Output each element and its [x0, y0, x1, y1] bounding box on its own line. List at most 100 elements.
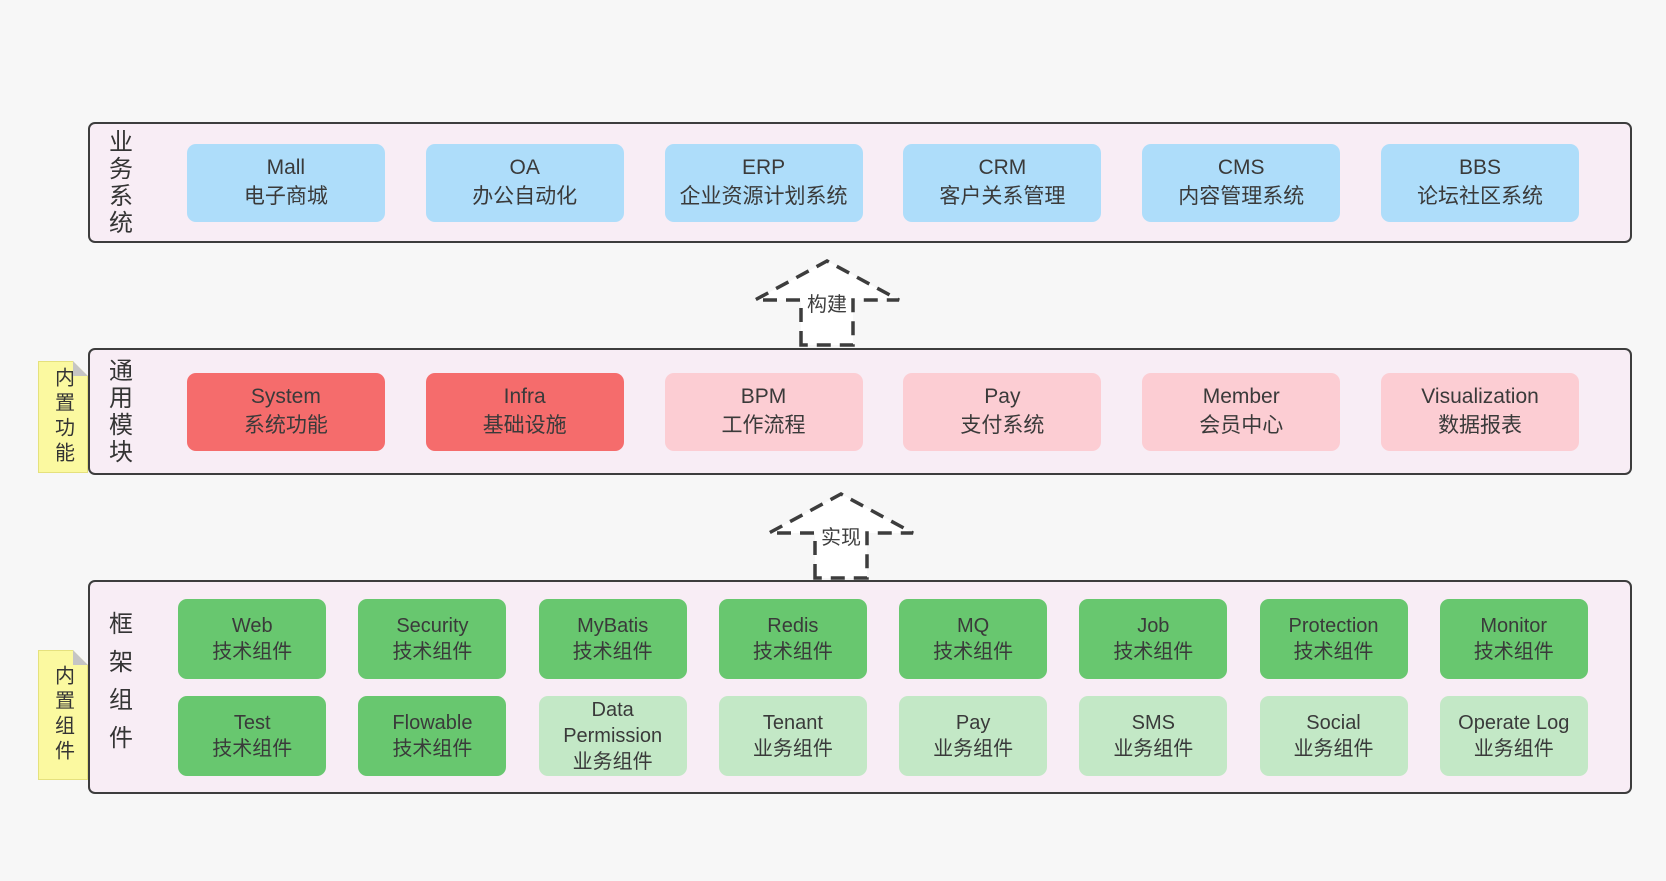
box-desc: 技术组件 [212, 640, 293, 663]
component-box: Security 技术组件 [358, 598, 507, 679]
component-rows: Web 技术组件 Security 技术组件 MyBatis 技术组件 Redi… [146, 582, 1630, 792]
box-name: Flowable [392, 711, 473, 734]
box-name: Pay [984, 384, 1021, 408]
box-name: System [250, 384, 321, 408]
component-box: Redis 技术组件 [718, 598, 867, 679]
box-name: Operate Log [1458, 711, 1570, 734]
box-name: BPM [740, 384, 787, 408]
component-box: Operate Log 业务组件 [1439, 695, 1588, 776]
box-name: Tenant [762, 711, 823, 734]
box-name: Social [1306, 711, 1361, 734]
sticky-note-built-in-components: 内置组件 [38, 650, 88, 780]
sticky-note-text: 内置组件 [51, 665, 74, 765]
component-box: Monitor 技术组件 [1439, 598, 1588, 679]
component-box: Web 技术组件 [178, 598, 327, 679]
box-name: OA [509, 155, 540, 179]
module-box: Infra 基础设施 [425, 372, 624, 451]
component-box: Social 业务组件 [1259, 695, 1408, 776]
folded-corner [73, 361, 88, 376]
box-desc: 技术组件 [752, 640, 833, 663]
box-name: MyBatis [577, 614, 649, 637]
box-desc: 技术组件 [212, 737, 293, 760]
box-name: Redis [767, 614, 819, 637]
band-business-systems: 业务系统 Mall 电子商城 OA 办公自动化 ERP 企业资源计划系统 CRM… [88, 122, 1632, 243]
box-desc: 工作流程 [721, 413, 806, 437]
box-desc: 支付系统 [960, 413, 1045, 437]
component-box-row-2: Test 技术组件 Flowable 技术组件 Data Permission … [146, 695, 1620, 776]
business-system-box: CRM 客户关系管理 [903, 143, 1102, 222]
arrow-implement: 实现 [768, 492, 914, 580]
box-desc: 技术组件 [572, 640, 653, 663]
box-desc: 技术组件 [933, 640, 1014, 663]
business-box-row: Mall 电子商城 OA 办公自动化 ERP 企业资源计划系统 CRM 客户关系… [146, 124, 1630, 241]
module-box: Pay 支付系统 [903, 372, 1102, 451]
band-label-modules-text: 通用模块 [104, 357, 132, 466]
box-name: Pay [955, 711, 991, 734]
box-name: Mall [266, 155, 306, 179]
box-desc: 客户关系管理 [939, 184, 1066, 208]
module-box-row: System 系统功能 Infra 基础设施 BPM 工作流程 Pay 支付系统… [146, 350, 1630, 473]
box-name: Protection [1288, 614, 1379, 637]
module-box: System 系统功能 [186, 372, 385, 451]
box-name: CRM [978, 155, 1027, 179]
band-label-business-text: 业务系统 [104, 128, 132, 237]
box-desc: 数据报表 [1438, 413, 1523, 437]
box-desc: 内容管理系统 [1178, 184, 1305, 208]
arrow-implement-label: 实现 [821, 526, 861, 549]
box-name: Test [233, 711, 271, 734]
folded-corner [73, 650, 88, 665]
box-desc: 基础设施 [482, 413, 567, 437]
band-framework-components: 框架组件 Web 技术组件 Security 技术组件 MyBatis 技术组件 [88, 580, 1632, 794]
box-desc: 会员中心 [1199, 413, 1284, 437]
box-desc: 业务组件 [1113, 737, 1194, 760]
component-box: Test 技术组件 [178, 695, 327, 776]
business-system-box: ERP 企业资源计划系统 [664, 143, 863, 222]
box-name: Data Permission [563, 698, 663, 747]
band-label-business: 业务系统 [90, 124, 146, 241]
box-desc: 论坛社区系统 [1417, 184, 1544, 208]
module-box: Visualization 数据报表 [1381, 372, 1580, 451]
component-box: Flowable 技术组件 [358, 695, 507, 776]
sticky-note-built-in-features: 内置功能 [38, 361, 88, 473]
box-name: Web [231, 614, 273, 637]
business-system-box: OA 办公自动化 [425, 143, 624, 222]
component-box-row-1: Web 技术组件 Security 技术组件 MyBatis 技术组件 Redi… [146, 598, 1620, 679]
band-label-modules: 通用模块 [90, 350, 146, 473]
box-desc: 业务组件 [572, 750, 653, 773]
sticky-note-text: 内置功能 [51, 367, 74, 467]
module-box: BPM 工作流程 [664, 372, 863, 451]
business-system-box: CMS 内容管理系统 [1142, 143, 1341, 222]
box-desc: 业务组件 [1293, 737, 1374, 760]
box-desc: 技术组件 [1113, 640, 1194, 663]
module-box: Member 会员中心 [1142, 372, 1341, 451]
component-box: Protection 技术组件 [1259, 598, 1408, 679]
box-desc: 电子商城 [243, 184, 328, 208]
box-desc: 业务组件 [752, 737, 833, 760]
box-name: ERP [741, 155, 786, 179]
box-name: CMS [1217, 155, 1265, 179]
box-name: Visualization [1421, 384, 1539, 408]
box-desc: 技术组件 [392, 737, 473, 760]
band-common-modules: 通用模块 System 系统功能 Infra 基础设施 BPM 工作流程 Pay… [88, 348, 1632, 475]
box-desc: 技术组件 [392, 640, 473, 663]
component-box: Tenant 业务组件 [718, 695, 867, 776]
component-box: MyBatis 技术组件 [538, 598, 687, 679]
arrow-build-shape [754, 259, 900, 347]
component-box: Data Permission 业务组件 [538, 695, 687, 776]
arrow-implement-shape [768, 492, 914, 580]
box-name: Monitor [1480, 614, 1548, 637]
box-desc: 技术组件 [1473, 640, 1554, 663]
box-name: Infra [503, 384, 546, 408]
box-desc: 办公自动化 [472, 184, 578, 208]
box-desc: 企业资源计划系统 [679, 184, 848, 208]
box-name: Job [1137, 614, 1170, 637]
box-name: SMS [1131, 711, 1175, 734]
box-name: Member [1202, 384, 1280, 408]
component-box: MQ 技术组件 [899, 598, 1048, 679]
box-desc: 业务组件 [1473, 737, 1554, 760]
component-box: Job 技术组件 [1079, 598, 1228, 679]
business-system-box: BBS 论坛社区系统 [1381, 143, 1580, 222]
box-name: MQ [956, 614, 990, 637]
arrow-build: 构建 [754, 259, 900, 347]
box-desc: 系统功能 [243, 413, 328, 437]
